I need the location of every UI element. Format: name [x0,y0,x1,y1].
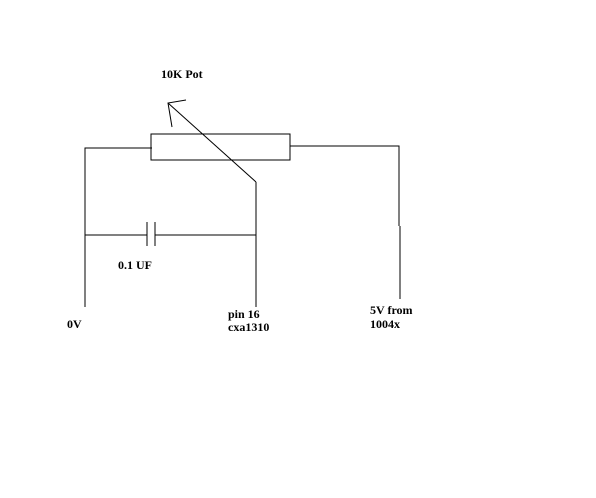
pin-label-line2: cxa1310 [228,320,269,334]
supply-label-line2: 1004x [370,317,400,331]
supply-label-line1: 5V from [370,303,413,317]
ground-label: 0V [67,317,82,331]
wiper-line [167,102,257,183]
pot-label: 10K Pot [161,67,203,81]
wiper-arrowhead [167,99,187,128]
ground-wire [84,147,152,307]
pin-label-line1: pin 16 [228,307,260,321]
potentiometer-resistor [150,133,291,161]
capacitor-label: 0.1 UF [118,258,152,272]
supply-wire [290,145,400,226]
